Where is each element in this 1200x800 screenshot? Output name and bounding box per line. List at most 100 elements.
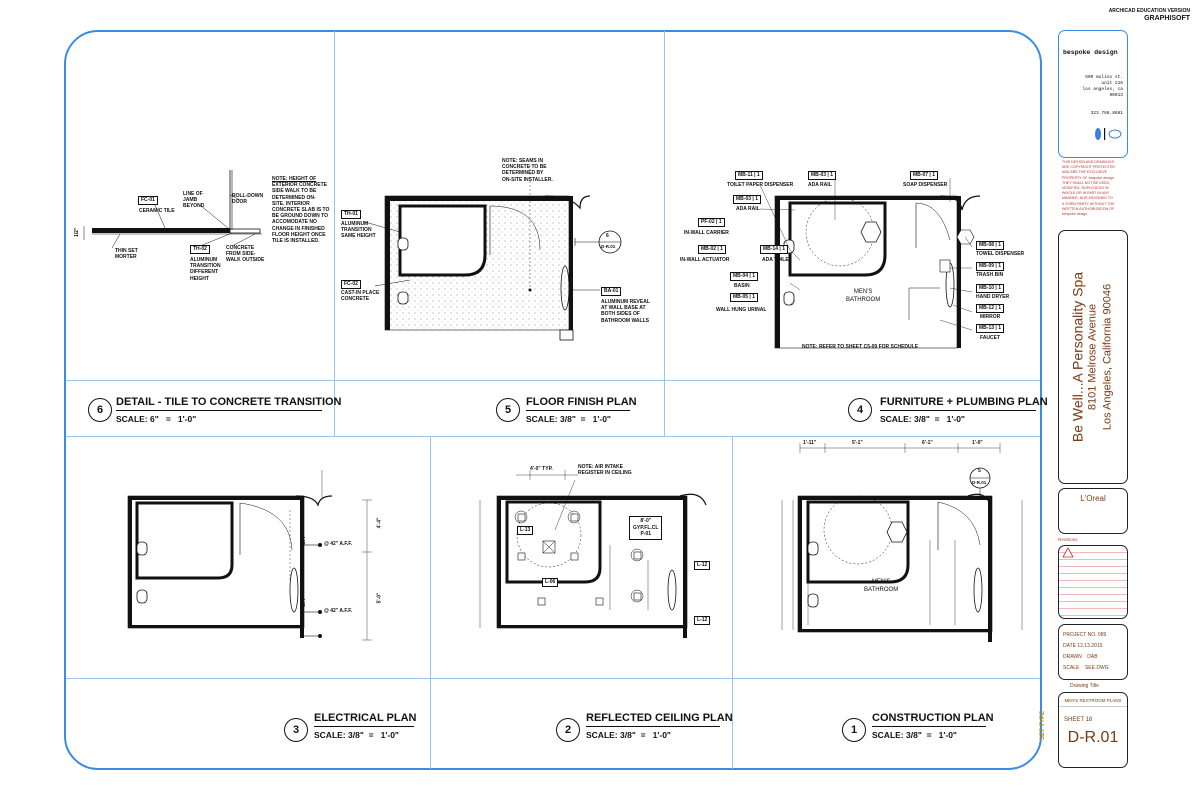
tag-desc: MIRROR — [980, 314, 1001, 320]
tag-code: MB-08 — [979, 242, 995, 248]
room-line: MEN'S — [853, 289, 873, 295]
info-scale: SCALE SEE DWG — [1063, 663, 1109, 674]
tag-desc: IN-WALL CARRIER — [684, 230, 729, 236]
info-scale-value: SEE DWG — [1084, 665, 1109, 671]
grid-divider — [66, 436, 1040, 437]
tag-desc: TOWEL DISPENSER — [976, 251, 1025, 257]
tag-code: MB-07 — [913, 172, 929, 178]
tag-l13: L-13 — [517, 526, 534, 535]
tag-l12-lower: L-12 — [694, 616, 711, 625]
label-line: DOOR — [232, 199, 247, 205]
copyright-line: MODIFIED, DUPLICATED IN — [1062, 186, 1109, 191]
note-line: DETERMINED BY — [502, 170, 544, 177]
note-line: ON-SITE INSTALLER. — [502, 176, 553, 183]
view-scale: SCALE: 6" = 1'-0" — [116, 414, 197, 424]
view-title: DETAIL - TILE TO CONCRETE TRANSITION — [116, 396, 342, 411]
section-marker-sheet: D-R.01 — [601, 244, 616, 249]
revision-triangle-icon — [1062, 547, 1074, 558]
tag-desc: ADA RAIL — [808, 182, 832, 188]
info-scale-label: SCALE — [1063, 665, 1080, 671]
sheet-box: MEN'S RESTROOM PLANS SHEET 18 D-R.01 — [1058, 692, 1128, 768]
dimension-top: 5'-1" — [852, 440, 863, 446]
firm-name: bespoke design — [1063, 49, 1118, 56]
tag-mb04: MB-04 | 1 — [730, 272, 758, 281]
tag-desc: ADA TOILET — [762, 257, 792, 263]
tag-qty: 1 — [830, 172, 833, 178]
note-line: NOTE: HEIGHT OF — [272, 176, 317, 182]
tag-desc: WALL HUNG URINAL — [716, 307, 767, 313]
note-line: DETERMINED ON- — [272, 194, 316, 201]
tag-qty: 1 — [755, 196, 758, 202]
copyright-line: AND ARE THE EXCLUSIVE — [1062, 170, 1108, 175]
label-line: JAMB — [183, 197, 198, 203]
view-scale: SCALE: 3/8" = 1'-0" — [526, 414, 611, 424]
grid-divider — [334, 31, 335, 436]
tag-code: MB-09 — [979, 263, 995, 269]
tag-code: MB-03 — [811, 172, 827, 178]
tag-code: MB-04 — [733, 273, 749, 279]
address-line: unit 216 — [1101, 81, 1123, 86]
tag-mb11: MB-11 | 1 — [735, 171, 763, 180]
copyright-line: PROPERTY OF bespoke design. — [1062, 175, 1115, 180]
tag-qty: 1 — [752, 294, 755, 300]
brand-label: GRAPHISOFT — [1144, 15, 1190, 22]
tag-qty: 1 — [752, 273, 755, 279]
section-marker-sheet: D-R.01 — [972, 480, 987, 485]
project-address: Be Well...A Personality Spa 8101 Melrose… — [1070, 237, 1116, 477]
set-type-label: SET TYPE — [1040, 710, 1046, 740]
tag-qty: 1 — [932, 172, 935, 178]
label-line: BOTH SIDES OF — [601, 311, 640, 318]
tag-qty: 1 — [998, 325, 1001, 331]
grid-divider — [732, 437, 733, 769]
dimension-top: 1'-0" — [972, 440, 983, 446]
label-ceramic: CERAMIC TILE — [139, 208, 175, 214]
view-number: 1 — [842, 718, 866, 742]
label-line: TRANSITION — [190, 263, 221, 270]
label-line: HEIGHT — [190, 275, 209, 282]
tag-qty: 1 — [998, 285, 1001, 291]
ceiling-line: GYP.FL.CL — [633, 524, 659, 531]
ceiling-line: 8'-0" — [640, 518, 652, 524]
view-number: 4 — [848, 398, 872, 422]
note-line: ACCOMODATE NO — [272, 219, 317, 226]
label-line: ALUMINUM — [341, 221, 369, 227]
ceiling-line: P-01 — [640, 531, 652, 537]
room-line: MEN'S — [871, 579, 891, 585]
view-scale: SCALE: 3/8" = 1'-0" — [586, 730, 671, 740]
tag-desc: TOILET PAPER DISPENSER — [727, 182, 794, 188]
copyright-line: WRITTEN AUTHORIZATION OF — [1062, 206, 1115, 211]
copyright-line: THEY SHALL NOT BE USED, — [1062, 180, 1111, 185]
tag-l06: L-06 — [542, 578, 559, 587]
info-date: DATE 12.13.2010 — [1063, 643, 1103, 649]
tag-pf02: PF-02 | 1 — [698, 218, 725, 227]
label-line: TRANSITION — [341, 227, 372, 234]
client-box: L'Oreal — [1058, 488, 1128, 534]
tag-qty: 1 — [720, 246, 723, 252]
address-line: los angeles, ca — [1082, 87, 1123, 92]
grid-divider — [664, 31, 665, 436]
label-line: FROM SIDE- — [226, 251, 256, 258]
dimension-top: 1'-11" — [803, 440, 817, 446]
tag-qty: 1 — [998, 242, 1001, 248]
tag-fc02: FC-02 — [341, 280, 361, 289]
label-line: AT WALL BASE AT — [601, 305, 646, 312]
note-line: NOTE: AIR INTAKE — [578, 464, 623, 470]
tag-code: MB-13 — [979, 325, 995, 331]
note-line: BE GROUND DOWN TO — [272, 213, 329, 220]
project-city: Los Angeles, California 90046 — [1101, 283, 1114, 431]
project-box: Be Well...A Personality Spa 8101 Melrose… — [1058, 230, 1128, 484]
section-marker-number: 5 — [978, 468, 981, 474]
